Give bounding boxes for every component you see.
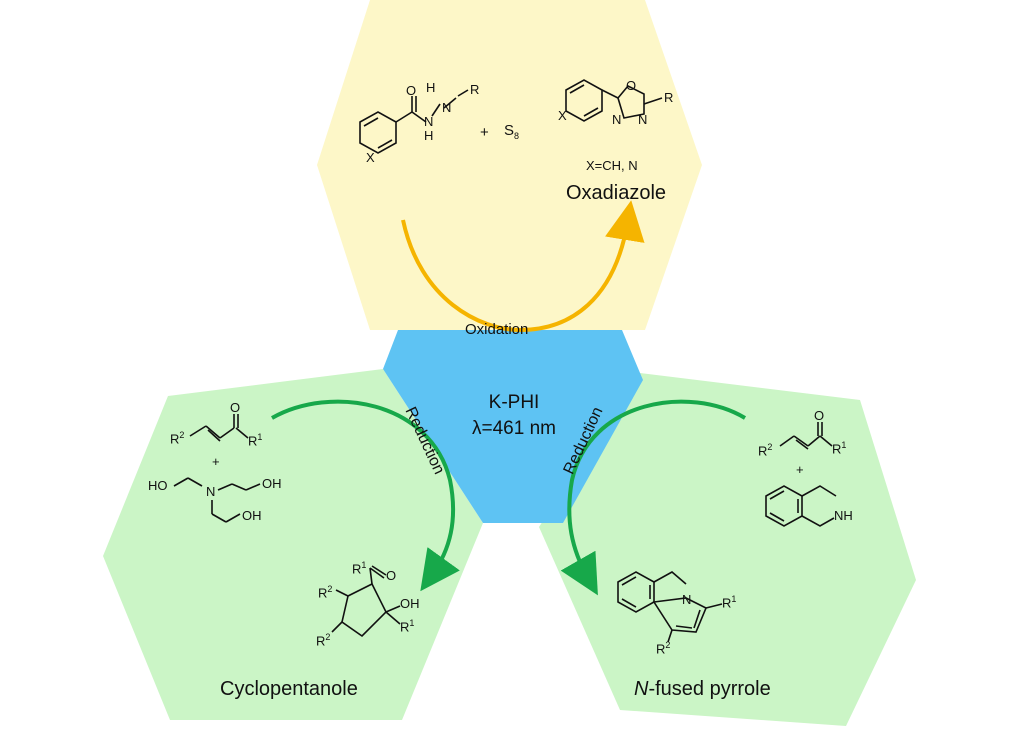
ox-atom-R: R — [664, 90, 674, 105]
prod-OH: OH — [400, 596, 420, 611]
left-R1: R1 — [248, 432, 263, 449]
thiq-NH: NH — [834, 508, 853, 523]
enone-right — [779, 422, 833, 450]
tetrahydroisoquinoline — [765, 485, 837, 527]
enone-left — [189, 414, 249, 442]
ox-atom-N1: N — [612, 112, 622, 127]
oxadiazole-title: Oxadiazole — [566, 182, 667, 204]
reduction-panel-left — [103, 369, 483, 720]
pyrrole-title: N-fused pyrrole — [634, 678, 771, 700]
right-R2: R2 — [758, 442, 773, 459]
reduction-arrow-left — [271, 399, 460, 592]
pyrrole-R2: R2 — [656, 640, 671, 657]
prod-R2a: R2 — [318, 584, 333, 601]
oxidation-panel — [317, 0, 702, 330]
pyrrole-product — [617, 571, 723, 643]
tea-HO: HO — [148, 478, 168, 493]
atom-H: H — [426, 80, 436, 95]
plus-sign-left: + — [212, 454, 220, 469]
ox-atom-N2: N — [638, 112, 648, 127]
triethanolamine — [173, 477, 261, 523]
left-R2: R2 — [170, 430, 185, 447]
atom-N2: N — [442, 100, 452, 115]
atom-O: O — [406, 83, 417, 98]
prod-O: O — [386, 568, 397, 583]
atom-X: X — [366, 150, 375, 165]
pyrrole-N: N — [682, 592, 692, 607]
reduction-panel-right — [539, 373, 916, 726]
tea-N: N — [206, 484, 216, 499]
pyrrole-R1: R1 — [722, 594, 737, 611]
prod-R1b: R1 — [400, 618, 415, 635]
right-R1: R1 — [832, 440, 847, 457]
oxidation-label: Oxidation — [465, 321, 529, 338]
atom-R: R — [470, 82, 480, 97]
wavelength-label: λ=461 nm — [472, 418, 556, 439]
oxadiazole-structure — [565, 79, 663, 122]
cyclopentanol-product — [331, 565, 401, 638]
oxidation-arrow — [401, 200, 645, 333]
tea-OH2: OH — [242, 508, 262, 523]
atom-N1: N — [424, 114, 434, 129]
catalyst-label: K-PHI — [488, 392, 540, 413]
reduction-arrow-right — [560, 399, 747, 596]
right-O: O — [814, 408, 825, 423]
cyclopentanole-title: Cyclopentanole — [220, 678, 358, 700]
catalyst-center-panel — [383, 330, 643, 523]
sulfur-reagent: S8 — [504, 122, 520, 141]
prod-R2b: R2 — [316, 632, 331, 649]
atom-NH-H: H — [424, 128, 434, 143]
plus-sign-right: + — [796, 462, 804, 477]
left-O: O — [230, 400, 241, 415]
ox-atom-X: X — [558, 108, 567, 123]
tea-OH1: OH — [262, 476, 282, 491]
ox-atom-O: O — [626, 78, 637, 93]
prod-R1a: R1 — [352, 560, 367, 577]
plus-sign-top: + — [480, 124, 489, 141]
x-definition: X=CH, N — [586, 158, 638, 173]
hydrazone-structure — [359, 89, 469, 154]
